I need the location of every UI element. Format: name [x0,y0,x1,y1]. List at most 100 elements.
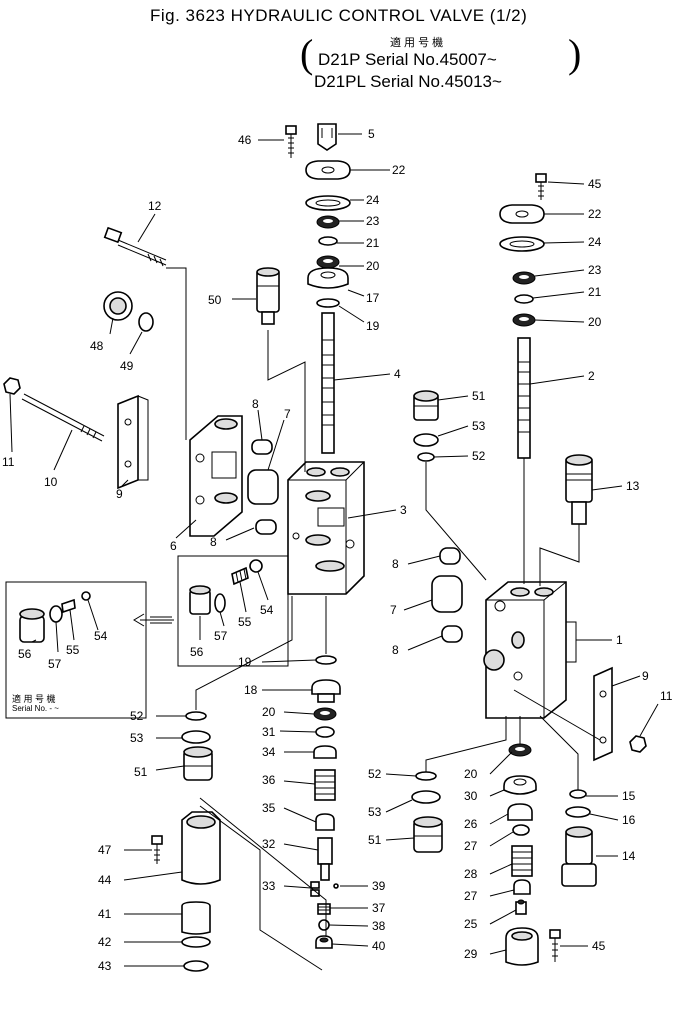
label-23-left: 23 [366,214,380,228]
ring-27-top [512,824,530,836]
oring-53-left [181,730,211,744]
label-8-b: 8 [210,535,217,549]
serial-line-d21pl: D21PL Serial No.45013~ [314,72,502,91]
seal-23-left [316,215,340,229]
label-21-right: 21 [588,285,602,299]
label-57-a: 57 [214,629,228,643]
relief-valve-50 [256,267,280,325]
label-9-left: 9 [116,487,123,501]
ball-38 [318,919,330,931]
inset-parts-group [177,555,289,667]
spool-4 [321,312,335,454]
label-8-c: 8 [392,557,399,571]
label-21-left: 21 [366,236,380,250]
oring-8-right-top [439,547,461,565]
label-17: 17 [366,291,380,305]
label-16: 16 [622,813,636,827]
seal-20-center [313,707,337,721]
label-45-top: 45 [588,177,602,191]
valve-body-3 [287,461,365,595]
bracket-9-left [117,394,149,490]
spool-32 [317,837,333,881]
bolt-45-bottom [549,929,561,962]
oring-16 [565,806,591,818]
spring-37 [317,903,331,915]
nut-11-left [3,377,21,395]
leader-lines [9,133,659,967]
label-27-bottom: 27 [464,889,478,903]
relief-valve-13 [565,454,593,525]
seal-23-right [512,271,536,285]
label-54-a: 54 [260,603,274,617]
cover-30 [503,775,537,795]
label-5: 5 [368,127,375,141]
label-18: 18 [244,683,258,697]
oring-57-small [214,593,226,613]
label-57-b: 57 [48,657,62,671]
label-39: 39 [372,879,386,893]
label-51-right: 51 [368,833,382,847]
label-4: 4 [394,367,401,381]
label-56-a: 56 [190,645,204,659]
label-40: 40 [372,939,386,953]
label-41: 41 [98,907,112,921]
label-47: 47 [98,843,112,857]
plug-26 [507,803,533,821]
label-32: 32 [262,837,276,851]
label-27-top: 27 [464,839,478,853]
label-25: 25 [464,917,478,931]
label-3: 3 [400,503,407,517]
plug-56-small [189,585,211,615]
variant-inset-box [5,581,147,719]
assembly-lines [166,267,601,971]
cover-17 [307,267,349,289]
clevis-5 [317,123,337,151]
label-6: 6 [170,539,177,553]
spool-2 [517,337,531,459]
gasket-24-right [499,236,545,252]
label-30: 30 [464,789,478,803]
label-11-right: 11 [660,689,673,703]
label-34: 34 [262,745,276,759]
label-7-b: 7 [390,603,397,617]
seal-20-left [316,255,340,269]
retainer-27-bottom [513,879,531,895]
valve-body-1 [483,581,577,719]
label-54-b: 54 [94,629,108,643]
label-49: 49 [120,359,134,373]
label-42: 42 [98,935,112,949]
gasket-7-left [247,469,279,505]
part-number-labels: 46 5 22 24 23 21 20 17 19 4 3 12 48 49 5… [2,127,673,973]
label-12: 12 [148,199,162,213]
oring-49 [138,312,154,332]
ring-31 [315,726,335,738]
ring-21-left [318,236,338,246]
open-bracket: ( [300,31,314,76]
gasket-24-left [305,195,351,211]
label-29: 29 [464,947,478,961]
spring-28 [511,845,533,877]
label-50: 50 [208,293,222,307]
label-11-left: 11 [2,455,15,469]
label-55-b: 55 [66,643,80,657]
label-53-right: 53 [368,805,382,819]
long-bolt-12 [103,226,167,267]
bolt-45-top [535,173,547,200]
plug-18 [311,679,341,703]
label-20-lower-right: 20 [464,767,478,781]
ball-54-inset [81,591,91,601]
inset-arrow [133,613,174,627]
oring-8-right-bottom [441,625,463,643]
label-23-right: 23 [588,263,602,277]
inset-applicable-label: 適 用 号 機 [12,694,56,704]
label-19-top: 19 [366,319,380,333]
oring-52-upper [417,452,435,462]
figure-title: Fig. 3623 HYDRAULIC CONTROL VALVE (1/2) [150,6,528,25]
label-22-left: 22 [392,163,406,177]
oring-8-left-bottom [255,519,277,535]
label-20-center: 20 [262,705,276,719]
label-20-right: 20 [588,315,602,329]
label-45-bottom: 45 [592,939,606,953]
label-31: 31 [262,725,276,739]
label-28: 28 [464,867,478,881]
